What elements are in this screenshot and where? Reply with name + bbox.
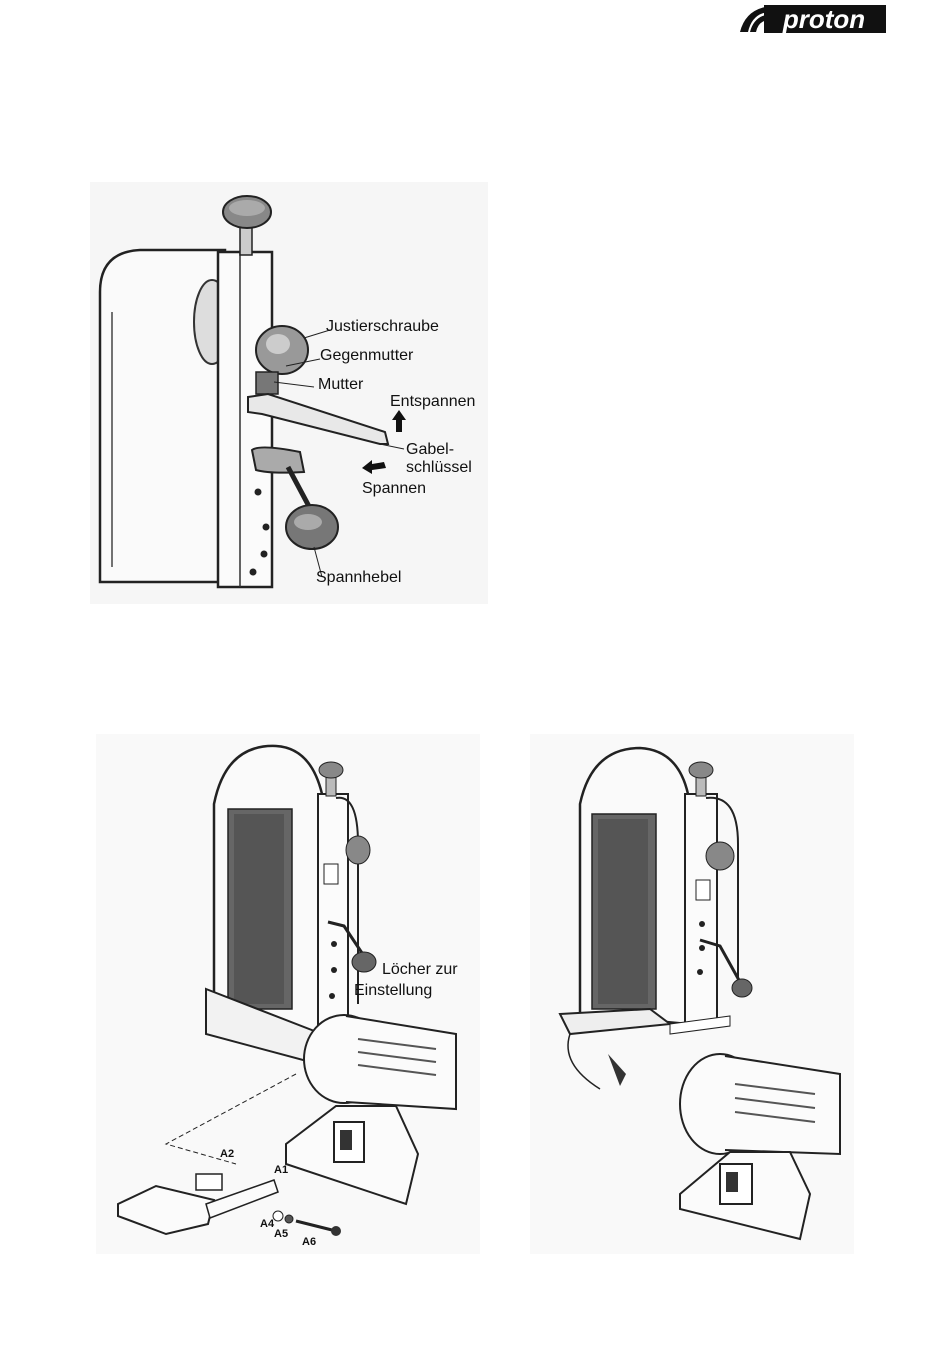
- label-spannen: Spannen: [362, 480, 426, 498]
- label-a1: A1: [274, 1164, 288, 1176]
- label-gegenmutter: Gegenmutter: [320, 347, 413, 365]
- tension-adjustment-figure: Justierschraube Gegenmutter Mutter Entsp…: [90, 182, 488, 604]
- label-spannhebel: Spannhebel: [316, 569, 401, 587]
- label-a6: A6: [302, 1236, 316, 1248]
- label-gabel: Gabel-: [406, 441, 454, 459]
- label-a4: A4: [260, 1218, 274, 1230]
- label-a5: A5: [274, 1228, 288, 1240]
- label-a2: A2: [220, 1148, 234, 1160]
- proton-logo: proton: [738, 2, 886, 35]
- label-mutter: Mutter: [318, 376, 363, 394]
- label-loecher-zur: Löcher zur: [382, 961, 458, 979]
- label-einstellung: Einstellung: [354, 982, 432, 1000]
- table-mounting-figure: Löcher zur Einstellung A1 A2 A4 A5 A6: [96, 734, 480, 1254]
- label-schluessel: schlüssel: [406, 459, 472, 477]
- proton-logo-graphic: proton: [738, 2, 886, 35]
- label-justierschraube: Justierschraube: [326, 318, 439, 336]
- table-mounted-figure: [530, 734, 854, 1254]
- table-mounted-drawing: [530, 734, 854, 1254]
- label-entspannen: Entspannen: [390, 393, 475, 411]
- proton-logo-text: proton: [782, 4, 865, 34]
